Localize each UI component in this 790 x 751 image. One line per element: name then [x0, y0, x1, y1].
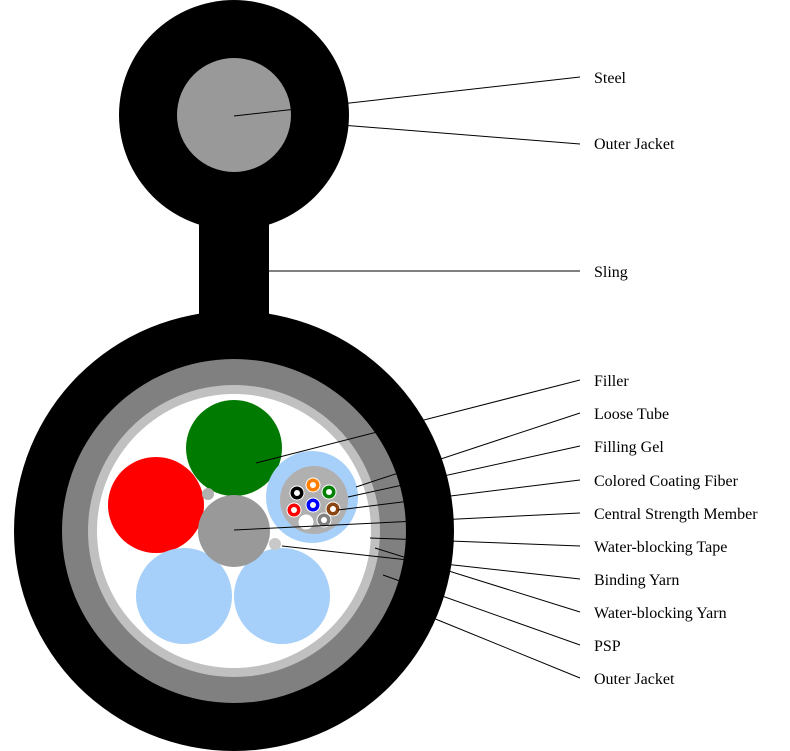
- water-blocking-yarn-dot: [202, 488, 214, 500]
- fiber-core-3: [326, 489, 332, 495]
- fiber-core-1: [294, 490, 300, 496]
- loose-tube-green: [186, 400, 282, 496]
- central-strength-member: [198, 495, 270, 567]
- loose-tube-red: [108, 457, 204, 553]
- label-sling: Sling: [594, 264, 628, 281]
- label-loose-tube: Loose Tube: [594, 406, 669, 423]
- binding-yarn-dot: [269, 538, 281, 550]
- label-water-blocking-yarn: Water-blocking Yarn: [594, 605, 727, 622]
- label-steel: Steel: [594, 70, 627, 87]
- label-water-blocking-tape: Water-blocking Tape: [594, 539, 727, 556]
- label-outer-jacket-top: Outer Jacket: [594, 136, 675, 153]
- fiber-core-8: [321, 517, 327, 523]
- fiber-core-7: [303, 519, 309, 525]
- fiber-core-5: [310, 502, 316, 508]
- fiber-core-4: [291, 507, 297, 513]
- label-filler: Filler: [594, 373, 629, 390]
- label-filling-gel: Filling Gel: [594, 439, 664, 456]
- steel-wire: [177, 58, 291, 172]
- fiber-core-6: [330, 506, 336, 512]
- label-binding-yarn: Binding Yarn: [594, 572, 679, 589]
- filler-rod-left: [136, 548, 232, 644]
- label-outer-jacket-bottom: Outer Jacket: [594, 671, 675, 688]
- label-colored-coating-fiber: Colored Coating Fiber: [594, 473, 739, 490]
- label-psp: PSP: [594, 638, 621, 655]
- colored-coating-fibers: [286, 477, 341, 530]
- filler-rod-right: [234, 548, 330, 644]
- leader-lines: [233, 76, 581, 679]
- label-central-strength-member: Central Strength Member: [594, 506, 758, 523]
- fiber-core-2: [310, 482, 316, 488]
